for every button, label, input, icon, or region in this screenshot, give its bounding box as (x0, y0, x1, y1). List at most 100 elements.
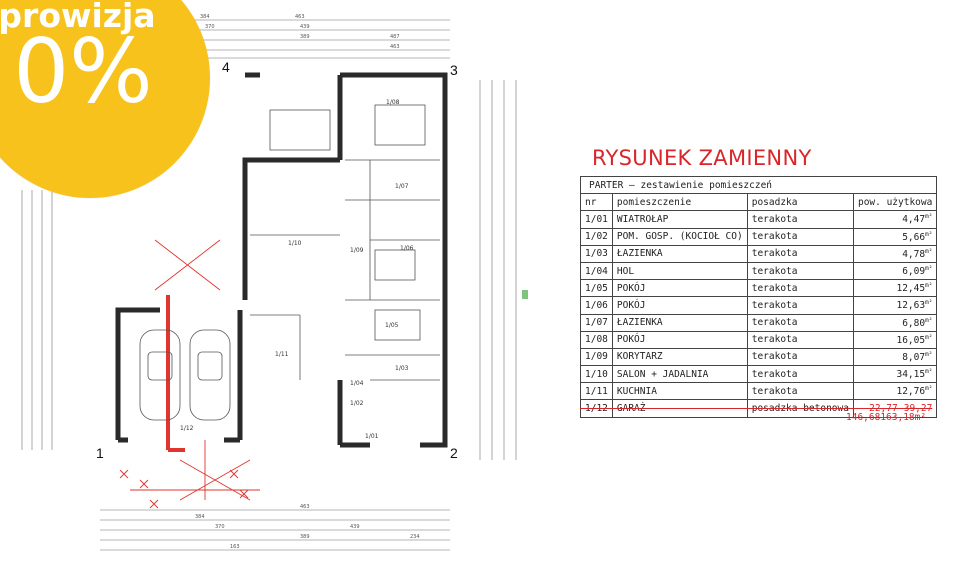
area-unit: m² (925, 264, 933, 272)
row-room: POKÓJ (611, 279, 748, 298)
room-1-09: 1/09 (350, 247, 364, 254)
dim-top-4: 439 (300, 24, 310, 30)
row-area: 34,15m² (852, 365, 938, 384)
row-floor: terakota (746, 382, 854, 401)
row-room: WIATROŁAP (611, 210, 748, 229)
room-1-03: 1/03 (395, 365, 409, 372)
total-new: 146,68 (846, 412, 881, 423)
row-room: POM. GOSP. (KOCIOŁ CO) (611, 227, 748, 246)
area-unit: m² (925, 247, 933, 255)
row-nr: 1/01 (580, 210, 613, 229)
row-nr: 1/03 (580, 244, 613, 263)
row-floor: terakota (746, 279, 854, 298)
room-schedule-table: PARTER – zestawienie pomieszczeń nr pomi… (579, 175, 938, 418)
dim-top-5: 389 (300, 34, 310, 40)
row-floor: terakota (746, 261, 854, 281)
header-floor: posadzka (746, 193, 854, 212)
area-value: 4,78 (902, 248, 926, 260)
row-area: 12,76m² (852, 382, 938, 401)
room-1-05: 1/05 (385, 322, 399, 329)
row-floor: terakota (746, 244, 854, 263)
corner-marker-2: 2 (450, 445, 458, 461)
area-value: 8,07 (902, 352, 926, 364)
room-1-08: 1/08 (386, 99, 400, 106)
header-nr: nr (580, 193, 613, 212)
schedule-title: RYSUNEK ZAMIENNY (592, 146, 812, 170)
dim-bottom-1: 463 (300, 504, 310, 510)
dim-bottom-4: 439 (350, 524, 360, 530)
total-unit: m² (914, 412, 927, 423)
dim-top-7: 463 (390, 44, 400, 50)
area-unit: m² (925, 230, 933, 238)
row-room: ŁAZIENKA (611, 244, 748, 263)
dim-top-3: 370 (205, 24, 215, 30)
area-value: 6,09 (902, 266, 926, 278)
area-value: 5,66 (902, 231, 926, 243)
row-nr: 1/11 (580, 382, 613, 401)
area-value: 12,76 (896, 386, 926, 398)
header-room: pomieszczenie (611, 193, 748, 212)
dim-bottom-7: 163 (230, 544, 240, 550)
dim-top-6: 487 (390, 34, 400, 40)
area-value: 4,47 (902, 214, 926, 226)
total-old: 163,18 (880, 412, 915, 423)
row-nr: 1/08 (580, 330, 613, 349)
row-nr: 1/02 (580, 227, 613, 246)
garage-cars (139, 329, 231, 421)
row-nr: 1/09 (580, 347, 613, 367)
row-nr: 1/05 (580, 279, 613, 298)
row-floor: terakota (746, 330, 854, 349)
room-1-04: 1/04 (350, 380, 364, 387)
row-area: 4,47m² (852, 210, 938, 229)
row-floor: terakota (746, 347, 854, 367)
row-room: POKÓJ (611, 330, 748, 349)
area-unit: m² (925, 385, 933, 393)
corner-marker-1: 1 (96, 445, 104, 461)
row-area: 12,63m² (852, 296, 938, 315)
total-divider (580, 408, 919, 409)
room-1-10: 1/10 (288, 240, 302, 247)
dim-bottom-2: 384 (195, 514, 205, 520)
room-1-11: 1/11 (275, 351, 289, 358)
row-floor: terakota (746, 365, 854, 384)
row-nr: 1/06 (580, 296, 613, 315)
area-value: 6,80 (902, 317, 926, 329)
side-dimension-lines (21, 80, 517, 460)
row-nr: 1/04 (580, 261, 613, 281)
row-floor: terakota (746, 227, 854, 246)
room-1-12: 1/12 (180, 425, 194, 432)
area-value: 12,45 (896, 283, 926, 295)
row-area: 6,09m² (852, 261, 938, 281)
row-room: ŁAZIENKA (611, 313, 748, 332)
area-unit: m² (925, 368, 933, 376)
room-labels: 1/08 1/07 1/06 1/05 1/03 1/04 1/01 1/02 … (180, 99, 414, 440)
header-area: pow. użytkowa (852, 193, 938, 212)
row-area: 8,07m² (852, 347, 938, 367)
area-unit: m² (925, 282, 933, 290)
room-1-07: 1/07 (395, 183, 409, 190)
room-1-02: 1/02 (350, 400, 364, 407)
row-room: SALON + JADALNIA (611, 365, 748, 384)
dim-bottom-5: 389 (300, 534, 310, 540)
row-floor: terakota (746, 210, 854, 229)
dim-bottom-6: 234 (410, 534, 420, 540)
partitions (250, 104, 440, 381)
row-nr: 1/07 (580, 313, 613, 332)
commission-badge: prowizja 0% (0, 0, 210, 198)
row-room: HOL (611, 261, 748, 281)
dim-top-1: 384 (200, 14, 210, 20)
row-area: 12,45m² (852, 279, 938, 298)
area-value: 12,63 (896, 300, 926, 312)
room-1-01: 1/01 (365, 433, 379, 440)
schedule-caption-row: PARTER – zestawienie pomieszczeń (579, 175, 938, 195)
